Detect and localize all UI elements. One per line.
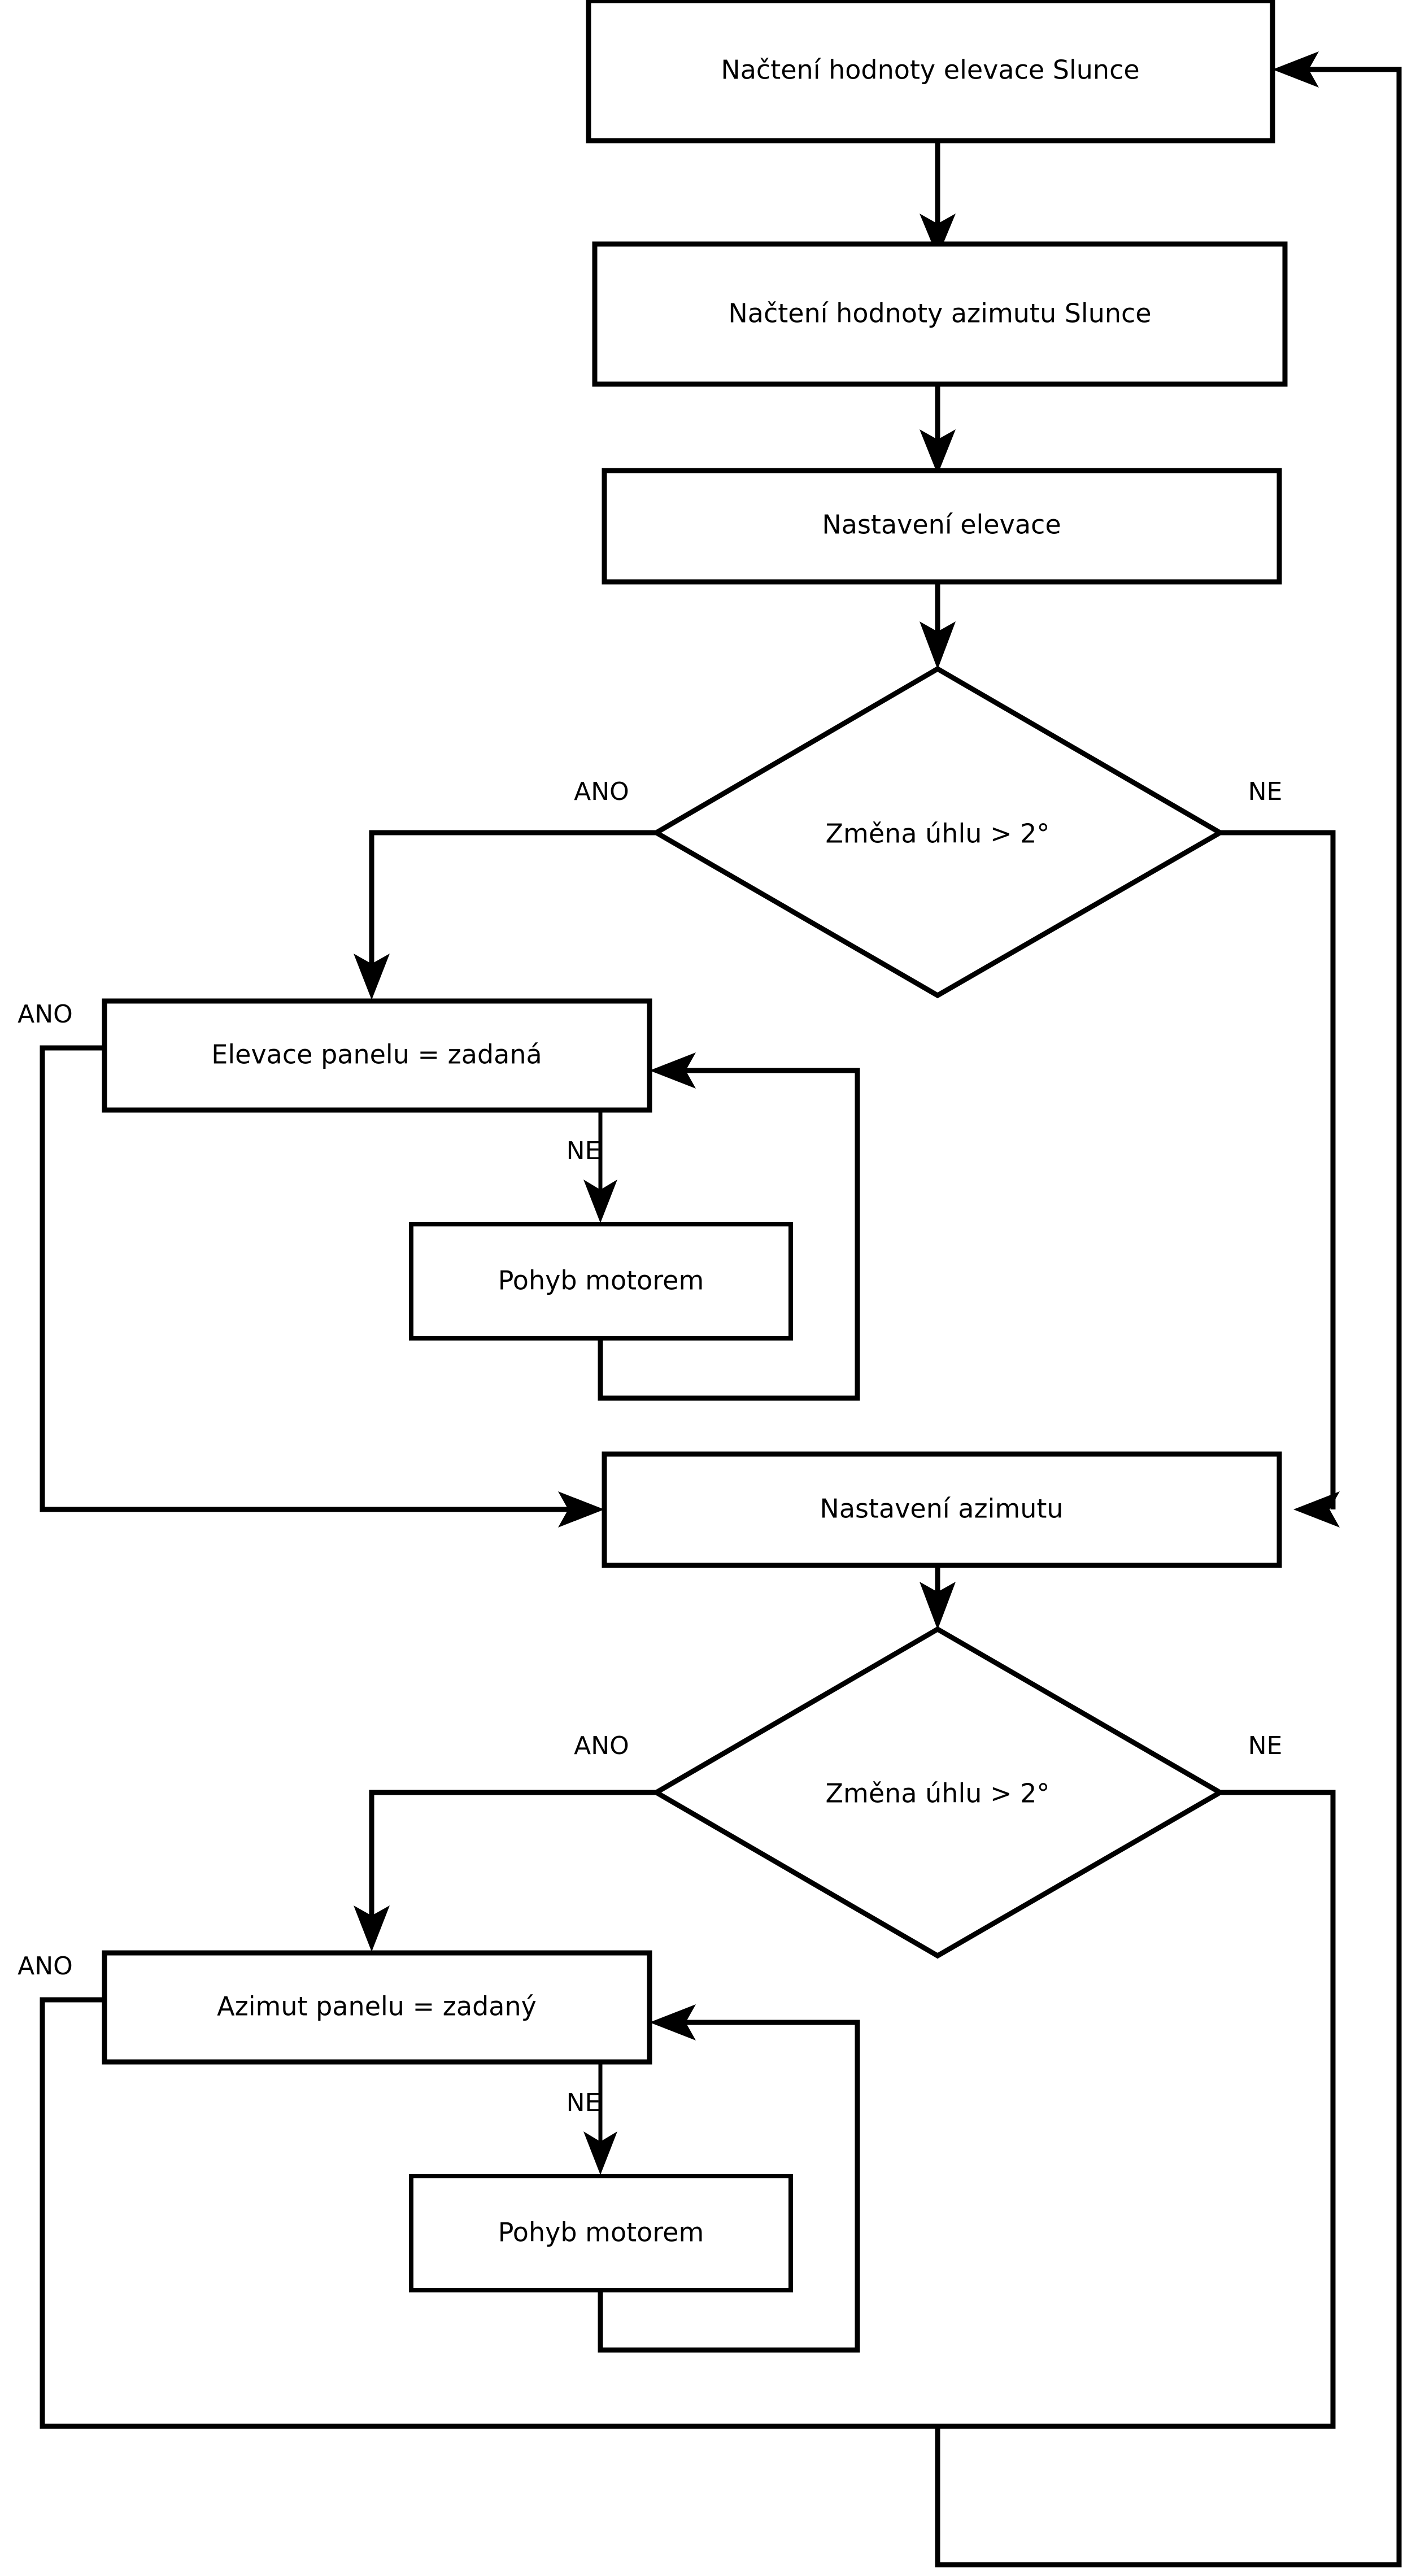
edge-label-panel-azimuth-no: NE (567, 2088, 601, 2117)
node-set-elevation-label: Nastavení elevace (822, 510, 1061, 540)
edge-panel-elevation-no (583, 1110, 617, 1223)
edge-label-azimuth-decision-no: NE (1248, 1731, 1283, 1760)
edge-label-elevation-decision-no: NE (1248, 777, 1283, 806)
edge-decision-azimuth-yes (354, 1790, 656, 1952)
edge-decision-elevation-no (1219, 830, 1340, 1528)
node-decision-azimuth-label: Změna úhlu > 2° (826, 1778, 1050, 1809)
node-set-elevation[interactable]: Nastavení elevace (602, 468, 1282, 585)
edge-panel-azimuth-yes (40, 1997, 938, 2429)
node-decision-elevation-label: Změna úhlu > 2° (826, 819, 1050, 849)
edge-panel-azimuth-no (583, 2062, 617, 2175)
node-decision-elevation[interactable]: Změna úhlu > 2° (651, 665, 1225, 999)
node-read-azimuth-label: Načtení hodnoty azimutu Slunce (728, 298, 1151, 329)
edge-read-elevation-to-read-azimuth (920, 141, 956, 257)
edge-motor-azimuth-loopback (598, 2004, 860, 2353)
node-panel-elevation-check[interactable]: Elevace panelu = zadaná (102, 998, 652, 1113)
edge-motor-elevation-loopback (598, 1052, 860, 1401)
edge-label-panel-elevation-yes: ANO (18, 1000, 73, 1029)
node-set-azimuth-label: Nastavení azimutu (820, 1494, 1063, 1524)
edge-global-return-to-start (935, 51, 1402, 2568)
node-decision-azimuth[interactable]: Změna úhlu > 2° (651, 1626, 1225, 1959)
edge-label-azimuth-decision-yes: ANO (574, 1731, 629, 1760)
node-motor-move-elevation-label: Pohyb motorem (498, 1265, 704, 1296)
node-motor-move-azimuth[interactable]: Pohyb motorem (409, 2174, 793, 2292)
node-panel-azimuth-check-label: Azimut panelu = zadaný (217, 1991, 537, 2022)
node-motor-move-azimuth-label: Pohyb motorem (498, 2217, 704, 2248)
node-motor-move-elevation[interactable]: Pohyb motorem (409, 1222, 793, 1341)
node-read-azimuth[interactable]: Načtení hodnoty azimutu Slunce (592, 241, 1288, 387)
edge-panel-elevation-yes (40, 1045, 604, 1528)
edge-decision-elevation-yes (354, 830, 656, 1000)
node-set-azimuth[interactable]: Nastavení azimutu (602, 1451, 1282, 1568)
node-read-elevation-label: Načtení hodnoty elevace Slunce (721, 55, 1139, 85)
node-read-elevation[interactable]: Načtení hodnoty elevace Slunce (586, 0, 1275, 143)
edge-label-panel-elevation-no: NE (567, 1137, 601, 1165)
edge-label-panel-azimuth-yes: ANO (18, 1952, 73, 1981)
edge-set-azimuth-to-decision-azimuth (920, 1565, 956, 1630)
node-panel-elevation-check-label: Elevace panelu = zadaná (211, 1039, 542, 1070)
node-panel-azimuth-check[interactable]: Azimut panelu = zadaný (102, 1950, 652, 2065)
edge-read-azimuth-to-set-elevation (920, 384, 956, 475)
edge-label-elevation-decision-yes: ANO (574, 777, 629, 806)
edge-decision-azimuth-no (938, 1790, 1336, 2429)
edge-set-elevation-to-decision-elevation (920, 582, 956, 669)
